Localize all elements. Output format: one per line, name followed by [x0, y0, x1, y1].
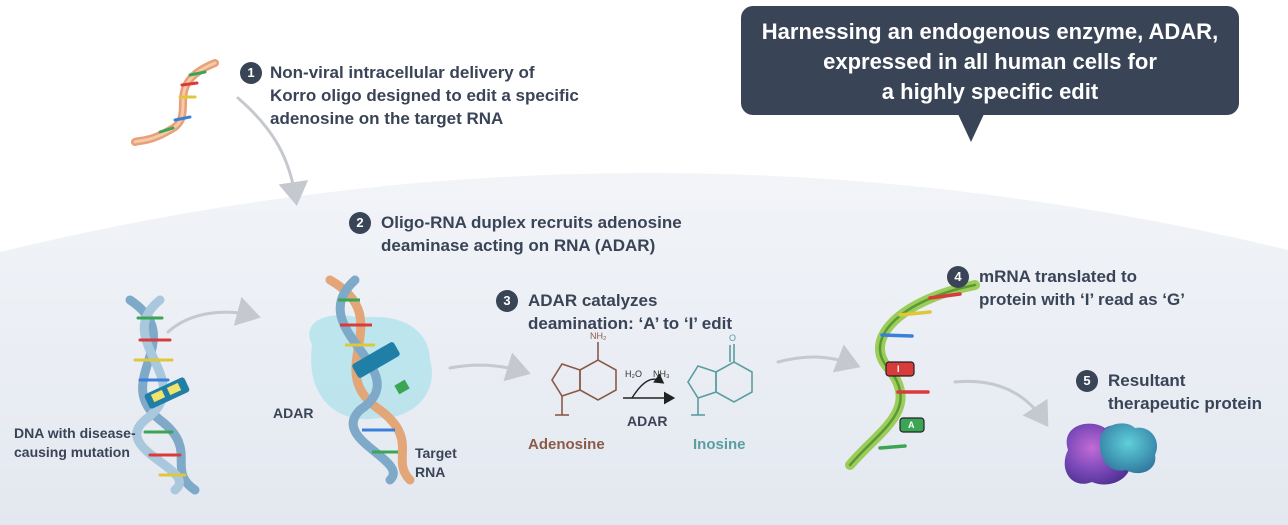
dna-label-line: DNA with disease-: [14, 425, 136, 441]
step-3-line: deamination: ‘A’ to ‘I’ edit: [528, 314, 733, 333]
base-i-label: I: [897, 364, 900, 374]
step-1-line: adenosine on the target RNA: [270, 109, 504, 128]
flow-arrows: [166, 96, 1049, 427]
protein-blob: [1064, 423, 1158, 485]
step-2-line: Oligo-RNA duplex recruits adenosine: [381, 213, 682, 232]
step-5-badge: 5: [1076, 370, 1098, 392]
callout-box: Harnessing an endogenous enzyme, ADAR, e…: [741, 6, 1239, 115]
step-2-badge: 2: [349, 212, 371, 234]
adar-label-text: ADAR: [273, 405, 314, 421]
step-2-text: Oligo-RNA duplex recruits adenosine deam…: [381, 211, 682, 257]
step-1-text: Non-viral intracellular delivery of Korr…: [270, 61, 579, 130]
reaction-enzyme-label: ADAR: [627, 412, 667, 431]
step-4-badge: 4: [947, 266, 969, 288]
callout-line: a highly specific edit: [881, 79, 1099, 104]
oxygen-label: O: [729, 333, 737, 343]
step-3-badge: 3: [496, 290, 518, 312]
ammonia-label: NH₃: [653, 369, 670, 379]
cell-membrane: [0, 172, 1288, 525]
target-rna-line: Target: [415, 445, 457, 461]
reaction-enzyme-text: ADAR: [627, 413, 668, 429]
step-4-line: protein with ‘I’ read as ‘G’: [979, 290, 1185, 309]
target-rna-line: RNA: [415, 464, 446, 480]
oligo-strand: [131, 59, 219, 146]
target-rna-label: Target RNA: [415, 444, 457, 482]
dna-helix: [125, 295, 200, 495]
adenosine-label: Adenosine: [528, 436, 605, 453]
step-3-line: ADAR catalyzes: [528, 291, 658, 310]
callout-line: Harnessing an endogenous enzyme, ADAR,: [761, 19, 1219, 44]
water-label: H₂O: [625, 369, 642, 379]
inosine-label: Inosine: [693, 436, 746, 453]
inosine-structure: [687, 344, 753, 416]
adar-complex: [309, 275, 432, 485]
amine-label: NH₂: [590, 331, 607, 341]
step-1-line: Korro oligo designed to edit a specific: [270, 86, 579, 105]
step-1-line: Non-viral intracellular delivery of: [270, 63, 535, 82]
step-5-text: Resultant therapeutic protein: [1108, 369, 1262, 415]
base-a-label: A: [908, 420, 915, 430]
step-2-line: deaminase acting on RNA (ADAR): [381, 236, 656, 255]
callout-line: expressed in all human cells for: [823, 49, 1157, 74]
step-5-line: therapeutic protein: [1108, 394, 1262, 413]
reaction-curve: [631, 373, 665, 399]
dna-label-line: causing mutation: [14, 444, 130, 460]
mrna-helix: [845, 280, 980, 470]
dna-label: DNA with disease- causing mutation: [14, 424, 136, 462]
callout-tail: [958, 114, 984, 142]
step-5-line: Resultant: [1108, 371, 1186, 390]
step-4-line: mRNA translated to: [979, 267, 1138, 286]
adar-label: ADAR: [273, 404, 313, 423]
step-1-badge: 1: [240, 62, 262, 84]
adenosine-structure: [551, 342, 617, 416]
step-4-text: mRNA translated to protein with ‘I’ read…: [979, 265, 1185, 311]
step-3-text: ADAR catalyzes deamination: ‘A’ to ‘I’ e…: [528, 289, 732, 335]
